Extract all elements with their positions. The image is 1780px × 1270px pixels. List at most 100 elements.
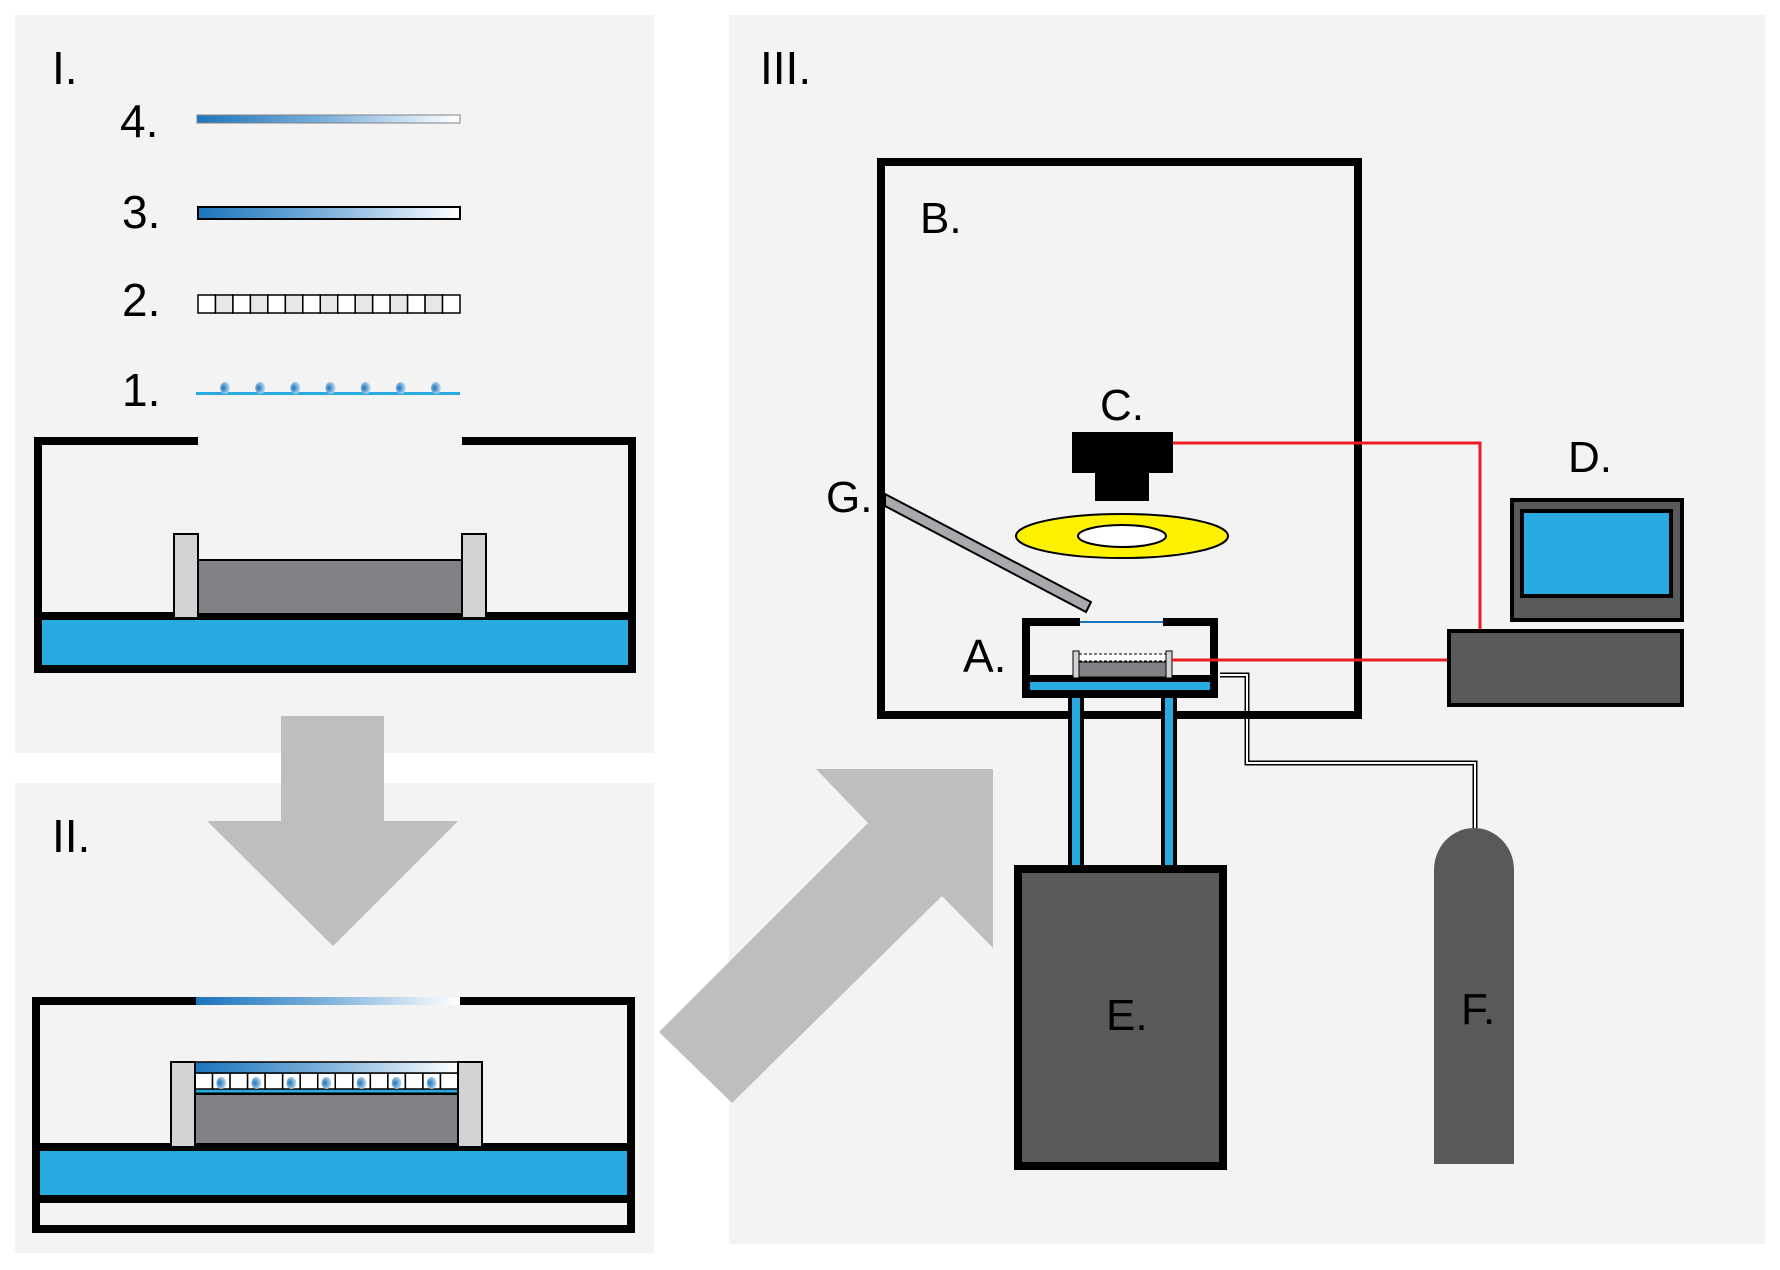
layer-2-cell bbox=[249, 294, 269, 314]
chamber-a-walls bbox=[1022, 618, 1218, 698]
layer-2-cell bbox=[319, 294, 339, 314]
coolant-pipe-left-fill bbox=[1072, 696, 1080, 866]
panel-2-cell bbox=[369, 1072, 389, 1090]
layer-1-particle bbox=[395, 382, 406, 394]
gas-line-inner bbox=[1220, 674, 1476, 830]
panel-2-cell-layer bbox=[194, 1072, 459, 1090]
camera-lens bbox=[1095, 472, 1149, 501]
panel-2-particle bbox=[391, 1077, 402, 1089]
panel-2-floor-line-lower bbox=[36, 1195, 631, 1203]
panel-1-left-post bbox=[173, 533, 199, 619]
panel-1-right-post bbox=[461, 533, 487, 619]
panel-2-chamber-base bbox=[36, 1203, 631, 1225]
computer-screen bbox=[1520, 509, 1673, 598]
rod-g-label: G. bbox=[826, 473, 872, 522]
chamber-a-sample-cells bbox=[1078, 653, 1168, 662]
chamber-a-right-post bbox=[1165, 650, 1173, 679]
panel-2-cell bbox=[404, 1072, 424, 1090]
panel-2-cell bbox=[334, 1072, 354, 1090]
chamber-a-floor-line bbox=[1026, 675, 1214, 682]
layer-2-cell bbox=[406, 294, 426, 314]
layer-2-cell bbox=[336, 294, 356, 314]
panel-1-label: I. bbox=[52, 42, 78, 94]
panel-2-cell bbox=[264, 1072, 284, 1090]
chiller-e-label: E. bbox=[1106, 991, 1148, 1040]
layer-2-cell bbox=[197, 294, 217, 314]
layer-2-cell bbox=[441, 294, 461, 314]
ring-light bbox=[1015, 513, 1229, 559]
panel-2-cell bbox=[439, 1072, 459, 1090]
panel-2-particle bbox=[356, 1077, 367, 1089]
computer-base-unit bbox=[1447, 629, 1684, 707]
panel-2-left-post bbox=[170, 1061, 196, 1148]
chamber-a-label: A. bbox=[963, 630, 1006, 682]
panel-2-chamber-water bbox=[36, 1151, 631, 1195]
chamber-a bbox=[1022, 618, 1218, 698]
camera-c bbox=[1072, 432, 1173, 501]
computer-d bbox=[1447, 498, 1684, 707]
layer-2-cell bbox=[371, 294, 391, 314]
layer-1-particle bbox=[220, 382, 230, 394]
panel-1-chamber-floor-line bbox=[38, 612, 632, 620]
panel-2-particle bbox=[426, 1077, 437, 1089]
chamber-b-label: B. bbox=[920, 194, 962, 243]
layer-2-cell bbox=[302, 294, 322, 314]
layer-2-cell-grid bbox=[197, 294, 461, 314]
layer-1-particle bbox=[360, 382, 371, 394]
layer-2-cell bbox=[424, 294, 444, 314]
panel-3-label: III. bbox=[760, 42, 811, 94]
panel-2-cell bbox=[299, 1072, 319, 1090]
layer-2-cell bbox=[354, 294, 374, 314]
panel-2-particle bbox=[321, 1077, 332, 1089]
panel-2-label: II. bbox=[52, 810, 90, 862]
chamber-a-left-post bbox=[1072, 650, 1080, 679]
panel-2-particle bbox=[286, 1077, 297, 1089]
coolant-pipe-right-fill bbox=[1165, 696, 1173, 866]
layer-1-film-line bbox=[196, 392, 460, 395]
panel-2-cell bbox=[194, 1072, 214, 1090]
computer-d-label: D. bbox=[1568, 433, 1612, 482]
diagonal-arrow-icon bbox=[659, 769, 993, 1103]
rod-g bbox=[884, 492, 1093, 614]
chamber-a-water bbox=[1030, 682, 1211, 692]
layer-3-label: 3. bbox=[122, 186, 160, 238]
layer-1-particle bbox=[325, 382, 336, 394]
panel-2-particle bbox=[251, 1077, 262, 1089]
layer-2-cell bbox=[284, 294, 304, 314]
layer-4-label: 4. bbox=[120, 95, 158, 147]
layer-2-cell bbox=[214, 294, 234, 314]
ring-light-inner bbox=[1077, 524, 1167, 548]
panel-2-window-top-layer bbox=[196, 997, 460, 1005]
layer-1-particle bbox=[431, 382, 441, 394]
panel-2-particle bbox=[216, 1077, 227, 1089]
panel-2-cell bbox=[229, 1072, 249, 1090]
camera-body bbox=[1072, 432, 1173, 473]
panel-1-substrate-block bbox=[197, 559, 463, 615]
panel-2-right-post bbox=[457, 1061, 483, 1148]
layer-4-gradient-bar bbox=[196, 114, 461, 124]
layer-1-particle bbox=[255, 382, 266, 394]
panel-2-chamber bbox=[32, 997, 635, 1233]
gas-cylinder-f-label: F. bbox=[1461, 985, 1495, 1034]
camera-c-label: C. bbox=[1100, 381, 1144, 430]
down-arrow-icon bbox=[207, 716, 458, 946]
layer-2-cell bbox=[232, 294, 252, 314]
layer-1-particle-film bbox=[196, 382, 460, 395]
coolant-pipes bbox=[1068, 696, 1177, 866]
chamber-b bbox=[877, 158, 1362, 719]
panel-1-chamber bbox=[34, 437, 636, 673]
panel-2-gradient-layer bbox=[194, 1061, 459, 1074]
panel-1-chamber-water bbox=[38, 620, 632, 669]
layer-2-cell bbox=[267, 294, 287, 314]
chamber-a-sample-block bbox=[1078, 661, 1168, 678]
camera-cable bbox=[1173, 441, 1482, 631]
panel-1-chamber-walls bbox=[34, 437, 636, 673]
layer-2-label: 2. bbox=[122, 274, 160, 326]
layer-2-cell bbox=[389, 294, 409, 314]
layer-1-particle bbox=[290, 382, 301, 394]
panel-2-floor-line bbox=[36, 1143, 631, 1151]
layer-1-label: 1. bbox=[122, 364, 160, 416]
chiller-e bbox=[1014, 865, 1227, 1170]
layer-3-gradient-bar bbox=[197, 206, 461, 220]
